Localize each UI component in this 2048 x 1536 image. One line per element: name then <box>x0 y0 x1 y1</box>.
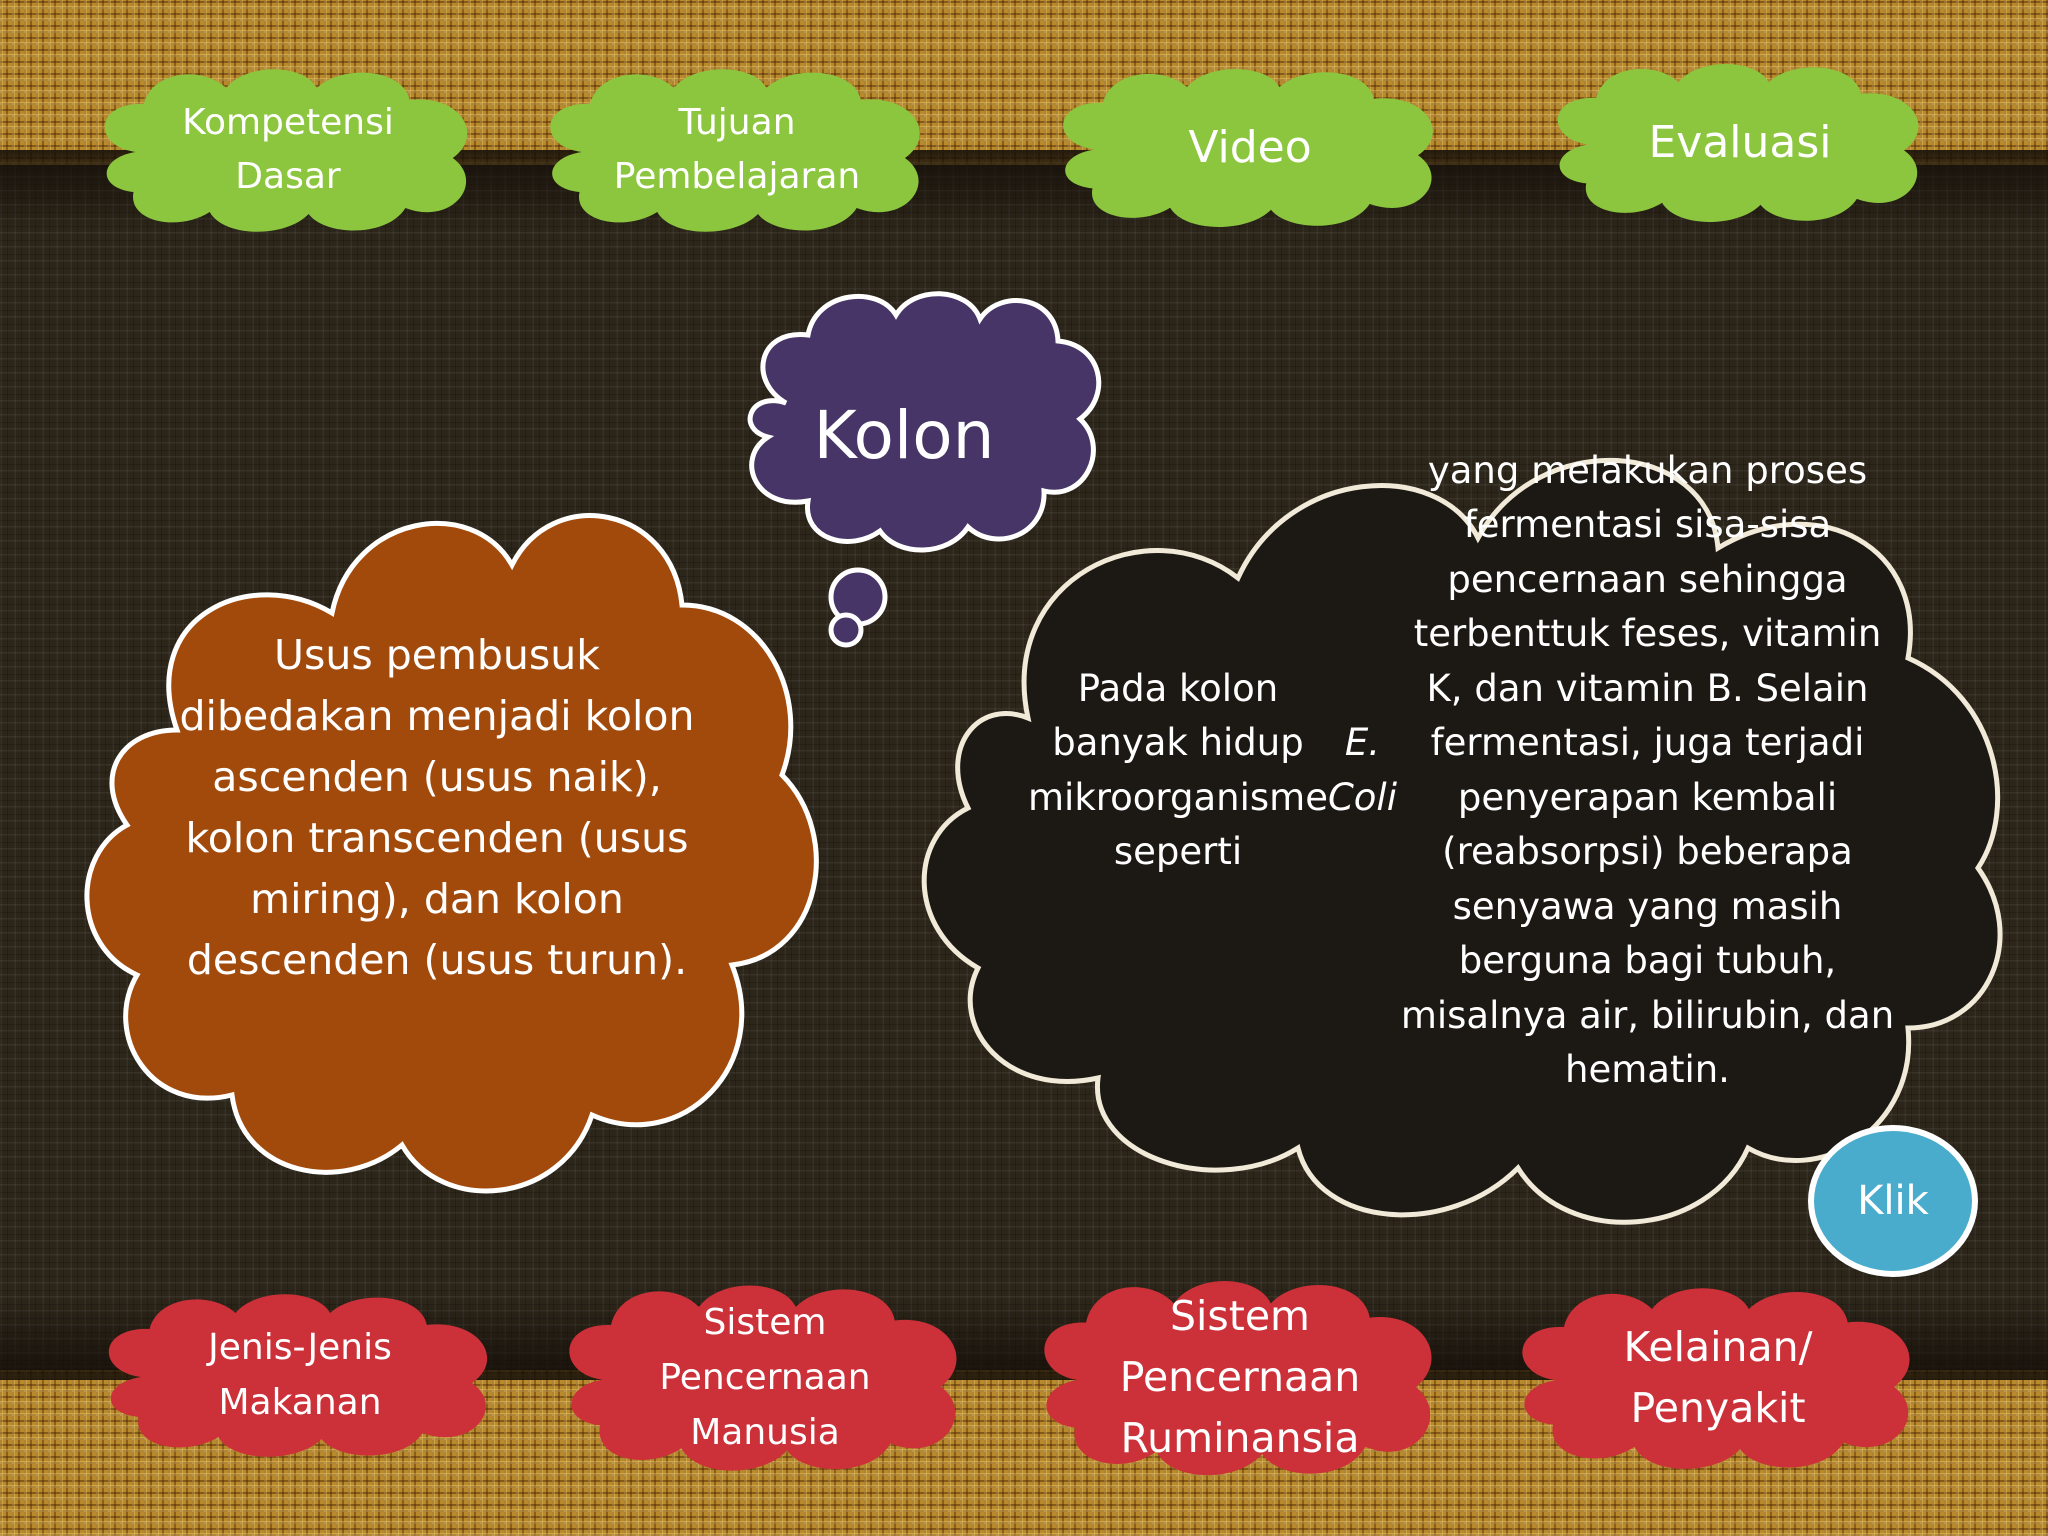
bubble-circle-small <box>828 612 864 648</box>
cloud-path <box>1044 1281 1432 1476</box>
klik-button[interactable]: Klik <box>1808 1125 1978 1277</box>
nav-label-kompetensi-dasar: Kompetensi Dasar <box>182 102 394 197</box>
title-cloud-kolon: Kolon <box>728 285 1110 655</box>
right-info-cloud: Pada kolon banyak hidup mikroorganisme s… <box>918 428 2018 1233</box>
right-info-text-end: yang melakukan proses fermentasi sisa-si… <box>1400 448 1895 1092</box>
cloud-shape-icon <box>1522 1288 1910 1469</box>
nav-cloud-kompetensi-dasar[interactable]: Kompetensi Dasar <box>82 60 494 240</box>
nav-label-kelainan-penyakit: Kelainan/ Penyakit <box>1623 1323 1813 1432</box>
nav-label-evaluasi: Evaluasi <box>1648 116 1832 168</box>
cloud-path <box>1522 1288 1910 1469</box>
cloud-path <box>84 513 819 1194</box>
nav-label-jenis-makanan: Jenis-Jenis Makanan <box>208 1327 392 1423</box>
cloud-path <box>108 1294 488 1457</box>
cloud-shape-icon <box>921 457 2003 1225</box>
left-info-cloud: Usus pembusuk dibedakan menjadi kolon as… <box>82 475 822 1200</box>
left-info-text: Usus pembusuk dibedakan menjadi kolon as… <box>179 630 695 984</box>
nav-label-sistem-pencernaan-ruminansia: Sistem Pencernaan Ruminansia <box>1119 1292 1361 1462</box>
right-info-text-start: Pada kolon banyak hidup mikroorganisme s… <box>1028 666 1328 874</box>
nav-cloud-video[interactable]: Video <box>1040 60 1460 235</box>
cloud-shape-icon <box>108 1294 488 1457</box>
nav-cloud-kelainan-penyakit[interactable]: Kelainan/ Penyakit <box>1498 1278 1938 1478</box>
page-title: Kolon <box>813 396 995 474</box>
nav-cloud-tujuan-pembelajaran[interactable]: Tujuan Pembelajaran <box>527 60 947 240</box>
nav-label-video: Video <box>1188 121 1312 173</box>
cloud-path <box>747 291 1102 553</box>
cloud-path <box>104 69 468 232</box>
nav-cloud-sistem-pencernaan-ruminansia[interactable]: Sistem Pencernaan Ruminansia <box>1020 1270 1460 1485</box>
cloud-path <box>1557 63 1919 222</box>
right-info-text: Pada kolon banyak hidup mikroorganisme s… <box>918 428 2018 1233</box>
cloud-path <box>921 457 2003 1225</box>
cloud-shape-icon <box>1063 68 1433 227</box>
nav-label-sistem-pencernaan-manusia: Sistem Pencernaan Manusia <box>659 1302 871 1453</box>
cloud-path <box>569 1285 957 1471</box>
cloud-shape-icon <box>1044 1281 1432 1476</box>
cloud-shape-icon <box>550 69 920 232</box>
cloud-shape-icon <box>1557 63 1919 222</box>
right-info-text-italic: E. Coli <box>1327 721 1397 819</box>
cloud-shape-icon <box>84 513 819 1194</box>
nav-cloud-sistem-pencernaan-manusia[interactable]: Sistem Pencernaan Manusia <box>545 1275 985 1480</box>
nav-cloud-evaluasi[interactable]: Evaluasi <box>1535 55 1945 230</box>
cloud-path <box>550 69 920 232</box>
nav-cloud-jenis-makanan[interactable]: Jenis-Jenis Makanan <box>85 1285 515 1465</box>
cloud-shape-icon <box>104 69 468 232</box>
nav-label-tujuan-pembelajaran: Tujuan Pembelajaran <box>613 102 861 197</box>
thought-bubble-icon <box>747 291 1102 648</box>
cloud-shape-icon <box>569 1285 957 1471</box>
cloud-path <box>1063 68 1433 227</box>
